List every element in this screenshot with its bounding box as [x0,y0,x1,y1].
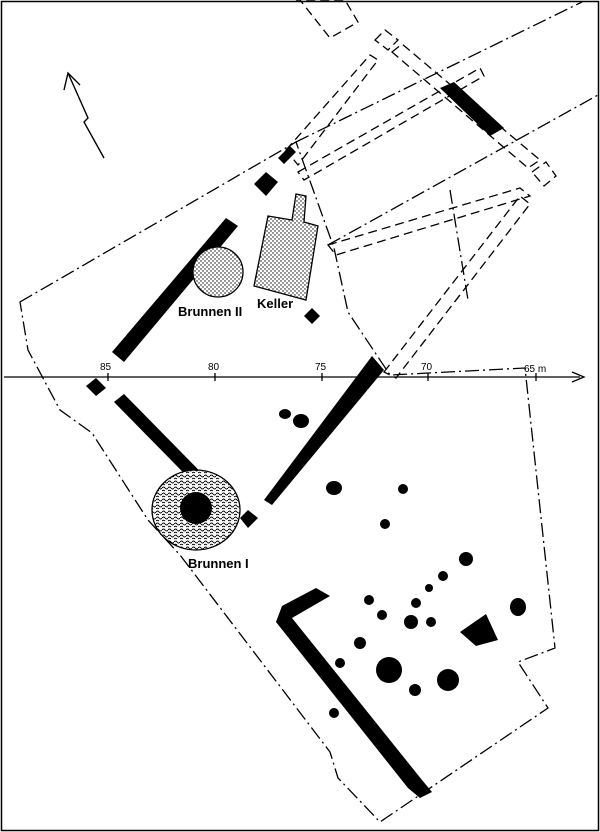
label-keller: Keller [257,296,293,311]
pit [425,584,433,592]
pit [510,598,526,616]
pit [459,552,473,566]
reconstructed-wall [296,0,359,39]
pit [329,708,339,718]
pit [409,684,421,696]
well-1-shaft [180,492,212,524]
pit-group [279,409,526,718]
wall [264,356,384,505]
well-2 [192,246,244,298]
scale-tick-label: 70 [421,362,433,373]
pit [364,595,374,605]
scale-tick-label: 85 [100,362,112,373]
post-hole [86,378,106,396]
trench-boundary [295,1,583,143]
reconstructed-wall [285,54,379,167]
scale-tick-label: 80 [208,362,220,373]
pit [335,658,345,668]
north-arrow-icon [63,71,105,159]
pit [460,614,498,646]
excavation-boundary [19,141,556,823]
pit [377,610,387,620]
reconstructed-wall [326,187,532,256]
pit [380,519,390,529]
pit [438,571,448,581]
pit [437,669,459,691]
label-brunnen-1: Brunnen I [188,556,249,571]
scale-axis: 85 80 75 70 65 m [4,362,586,383]
reconstructed-wall [390,43,542,169]
pit [376,657,402,683]
pit [326,481,342,495]
wall [440,82,504,136]
post-hole [240,510,258,528]
pit [279,409,291,419]
post-hole [278,146,296,164]
cellar-feature [253,193,319,301]
trench-boundary [327,94,599,246]
pit [398,484,408,494]
reconstructed-wall [383,195,531,379]
scale-tick-label: 75 [315,362,327,373]
label-brunnen-2: Brunnen II [178,304,242,319]
post-hole [304,308,320,324]
scale-tick-label: 65 m [524,364,546,375]
pit [411,598,421,608]
pit [293,414,309,428]
reconstructed-wall [297,67,485,181]
reconstructed-wall [531,161,557,187]
pit [404,615,418,629]
reconstructed-wall [374,29,399,51]
pit [426,617,436,627]
post-hole [254,172,278,196]
wall [276,588,432,798]
pit [354,637,366,649]
